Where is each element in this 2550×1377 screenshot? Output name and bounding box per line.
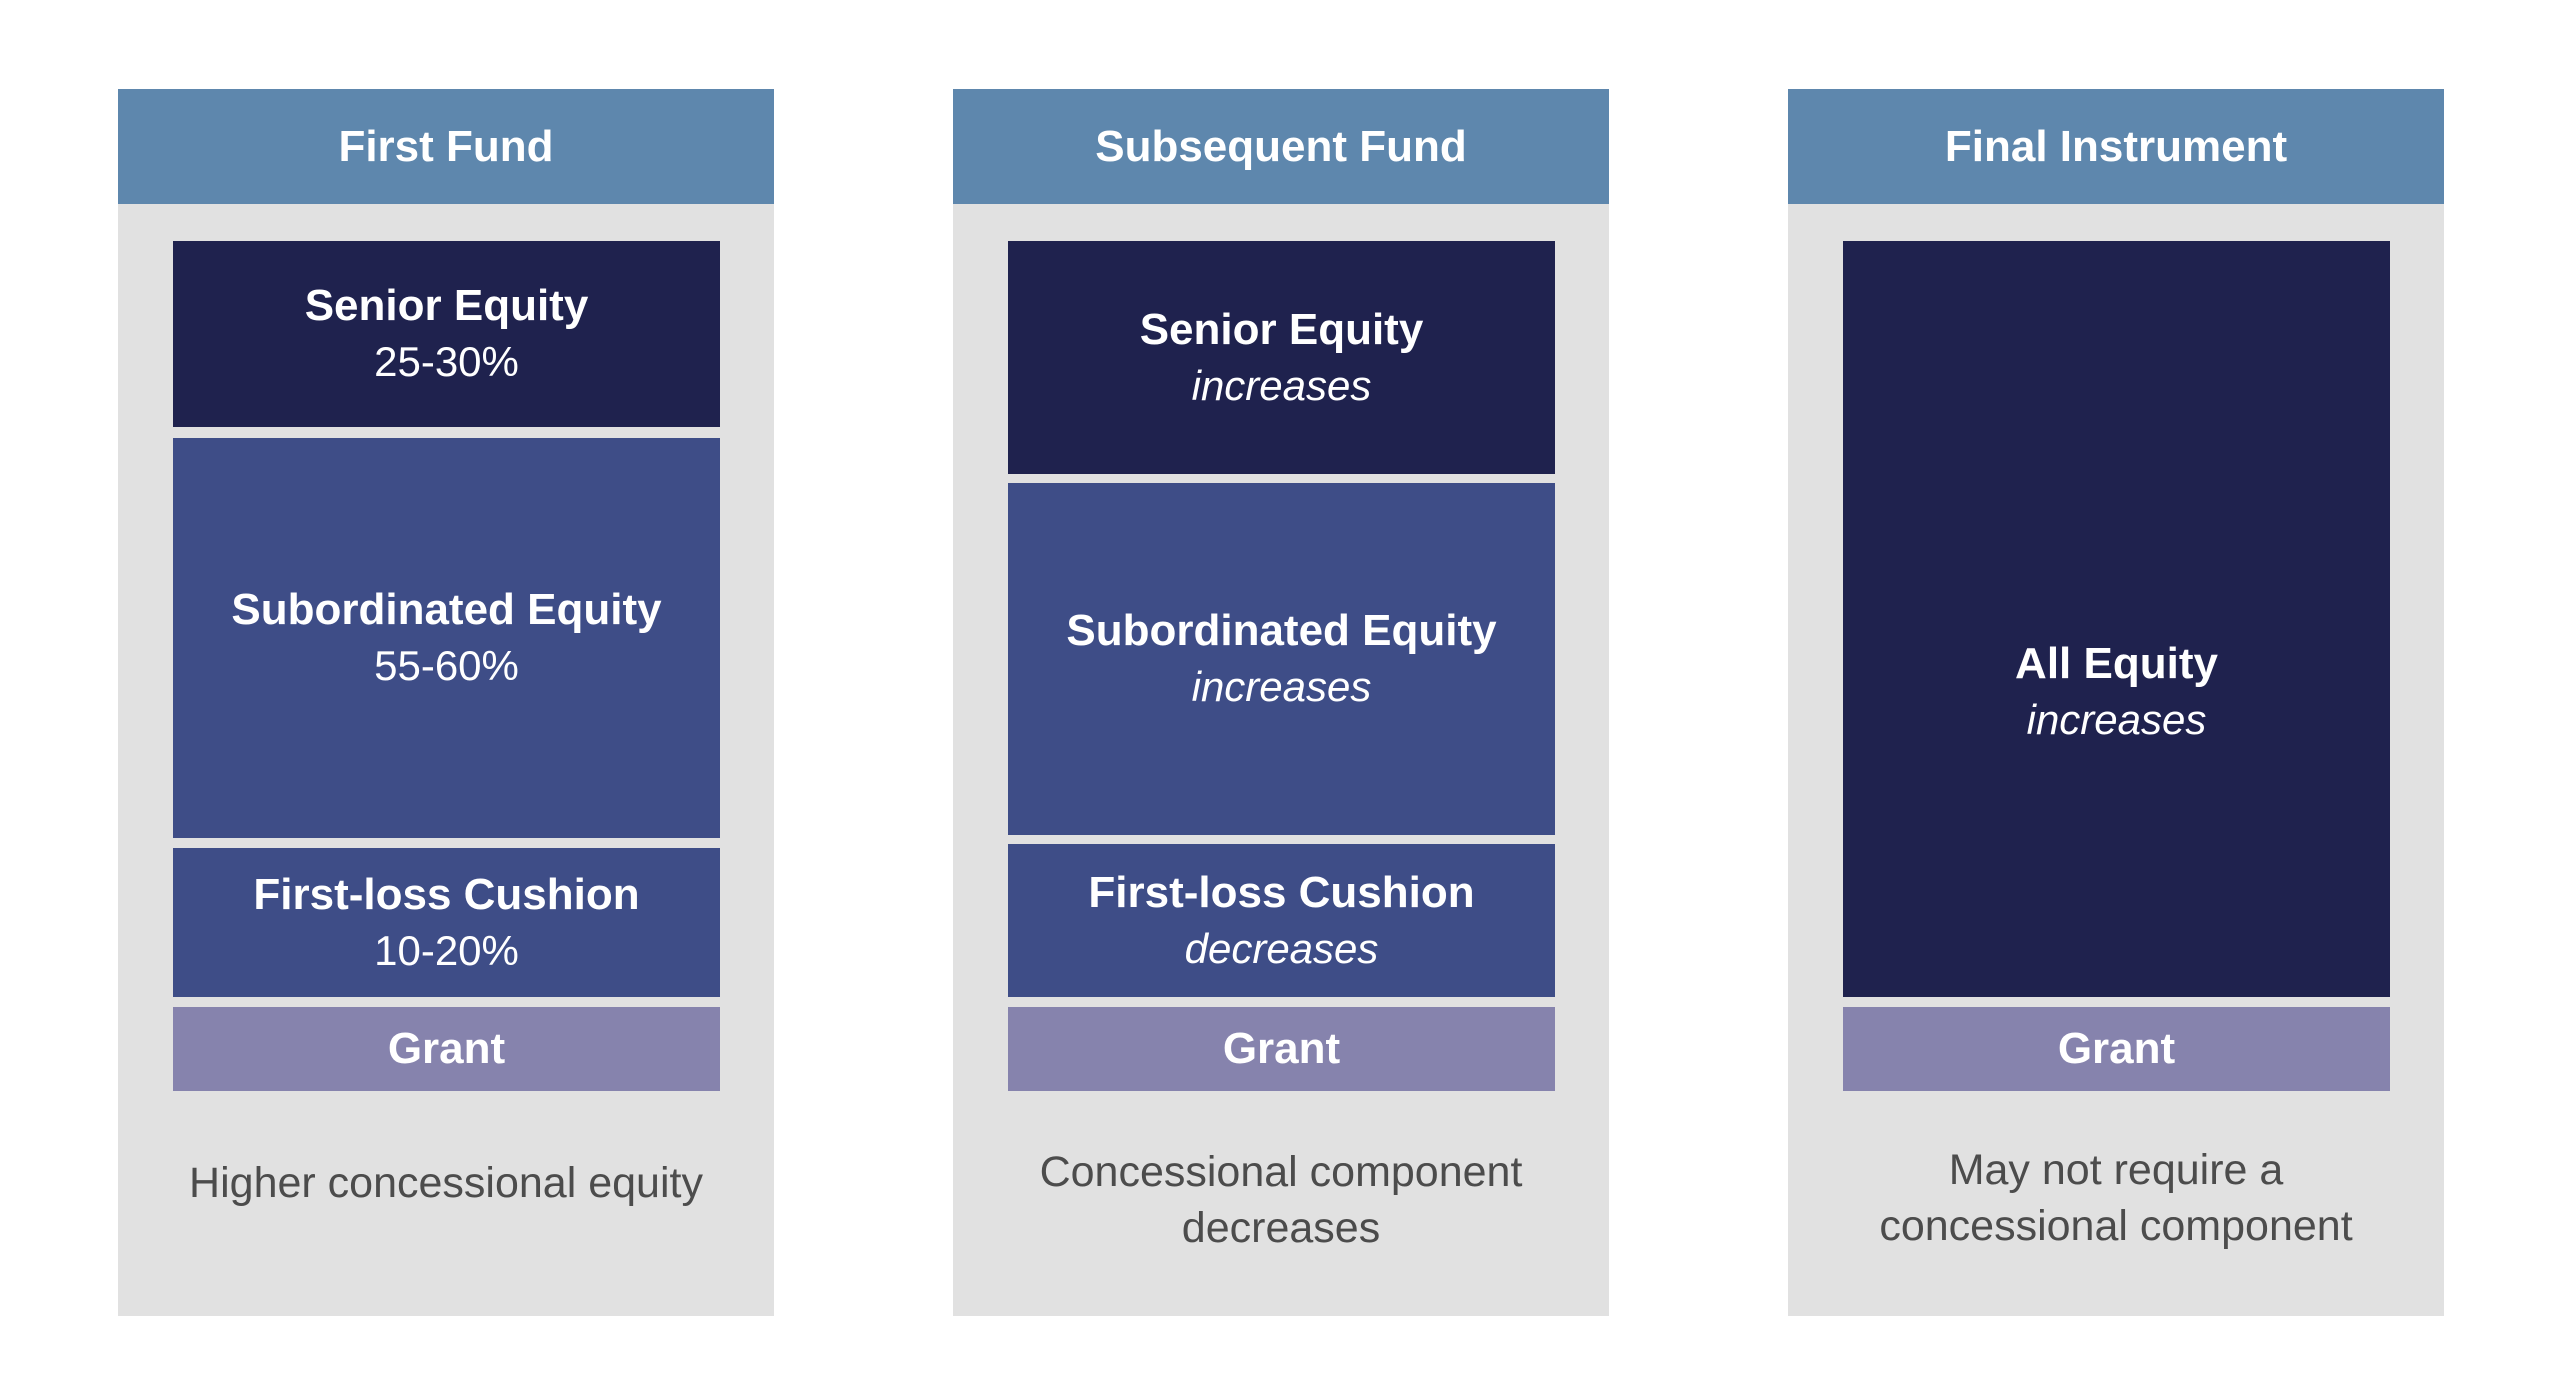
panel-footnote: May not require a concessional component <box>1788 1142 2444 1254</box>
all-equity-block: All Equity increases <box>1843 241 2390 997</box>
first-loss-cushion-block: First-loss Cushion decreases <box>1008 844 1555 997</box>
block-value: increases <box>1191 361 1372 409</box>
footnote-line: Concessional component <box>1039 1148 1523 1196</box>
panel-footnote: Higher concessional equity <box>118 1155 774 1211</box>
grant-block: Grant <box>173 1007 720 1091</box>
panel-header: Final Instrument <box>1788 89 2444 204</box>
final-instrument-panel: Final Instrument All Equity increases Gr… <box>1788 89 2444 1316</box>
block-title: First-loss Cushion <box>253 869 640 919</box>
block-value: increases <box>1191 663 1372 710</box>
block-value: decreases <box>1184 924 1379 972</box>
senior-equity-block: Senior Equity 25-30% <box>173 241 720 427</box>
grant-block: Grant <box>1008 1007 1555 1091</box>
first-fund-panel: First Fund Senior Equity 25-30% Subordin… <box>118 89 774 1316</box>
block-title: Subordinated Equity <box>231 585 662 634</box>
footnote-line: concessional component <box>1879 1202 2353 1250</box>
block-title: First-loss Cushion <box>1088 867 1475 917</box>
block-title: Grant <box>2057 1024 2176 1073</box>
panel-header: First Fund <box>118 89 774 204</box>
block-value: increases <box>2026 696 2207 743</box>
block-title: Subordinated Equity <box>1066 606 1497 655</box>
panel-header: Subsequent Fund <box>953 89 1609 204</box>
subordinated-equity-block: Subordinated Equity increases <box>1008 483 1555 835</box>
footnote-line: May not require a <box>1948 1146 2284 1194</box>
block-title: Grant <box>387 1024 506 1073</box>
footnote-line: Higher concessional equity <box>189 1159 703 1207</box>
block-value: 10-20% <box>374 926 519 974</box>
panel-footnote: Concessional component decreases <box>953 1144 1609 1256</box>
first-loss-cushion-block: First-loss Cushion 10-20% <box>173 848 720 997</box>
block-title: Grant <box>1222 1024 1341 1073</box>
block-value: 55-60% <box>374 642 519 689</box>
block-value: 25-30% <box>374 338 519 385</box>
block-title: All Equity <box>2015 639 2218 688</box>
block-title: Senior Equity <box>304 281 589 330</box>
block-title: Senior Equity <box>1139 304 1424 354</box>
subsequent-fund-panel: Subsequent Fund Senior Equity increases … <box>953 89 1609 1316</box>
footnote-line: decreases <box>1181 1204 1381 1252</box>
subordinated-equity-block: Subordinated Equity 55-60% <box>173 438 720 838</box>
grant-block: Grant <box>1843 1007 2390 1091</box>
senior-equity-block: Senior Equity increases <box>1008 241 1555 474</box>
